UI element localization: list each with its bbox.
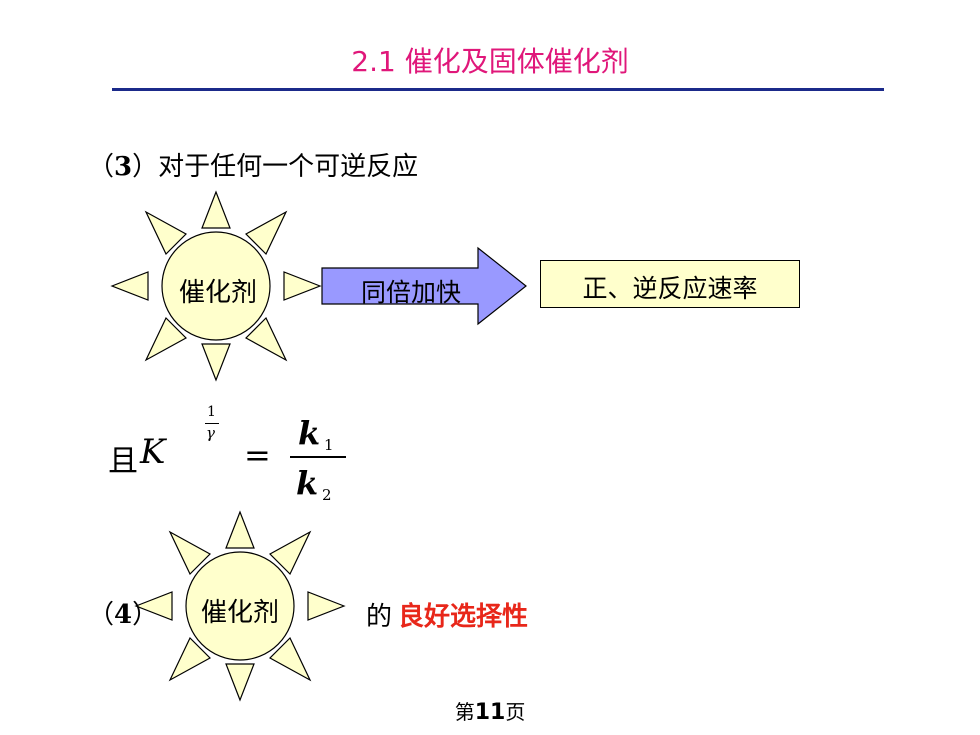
result-box [540, 260, 800, 308]
equals-sign: = [244, 436, 271, 474]
exponent-numerator: 1 [207, 404, 216, 420]
denominator: k [296, 464, 319, 502]
right-arrow-icon [321, 246, 527, 326]
item-3-text: 对于任何一个可逆反应 [158, 152, 419, 182]
item-4-close: ） [132, 600, 159, 630]
item-3: （3）对于任何一个可逆反应 [88, 146, 418, 183]
page-number-before: 第 [454, 700, 475, 724]
arrow-label: 同倍加快 [360, 278, 461, 307]
equation-base: K [140, 432, 166, 472]
fraction-bar [290, 456, 346, 458]
catalyst-label: 催化剂 [178, 278, 257, 308]
catalyst-label: 催化剂 [200, 598, 279, 628]
item-4: （4） [88, 594, 158, 631]
equation-prefix: 且 [108, 444, 138, 479]
numerator: k [298, 414, 321, 452]
sun-icon [134, 510, 346, 702]
item-3-open: （ [88, 152, 115, 182]
page-number-value: 11 [474, 700, 506, 725]
denominator-subscript: 2 [322, 486, 332, 504]
item-3-close: ） [132, 152, 159, 182]
exponent-fraction-bar [205, 423, 219, 424]
item-4-open: （ [88, 600, 115, 630]
result-label: 正、逆反应速率 [582, 274, 758, 303]
numerator-subscript: 1 [324, 436, 334, 454]
item-3-number: 3 [114, 152, 133, 182]
item-4-highlight: 良好选择性 [398, 602, 529, 632]
exponent-denominator: γ [206, 424, 215, 442]
slide-title: 2.1 催化及固体催化剂 [351, 45, 629, 78]
page-number-after: 页 [505, 700, 526, 724]
item-4-text: 的 [366, 602, 393, 632]
sun-icon [110, 190, 322, 382]
page-number: 第11页 [0, 696, 980, 725]
item-4-number: 4 [114, 600, 133, 630]
title-underline [112, 88, 884, 91]
